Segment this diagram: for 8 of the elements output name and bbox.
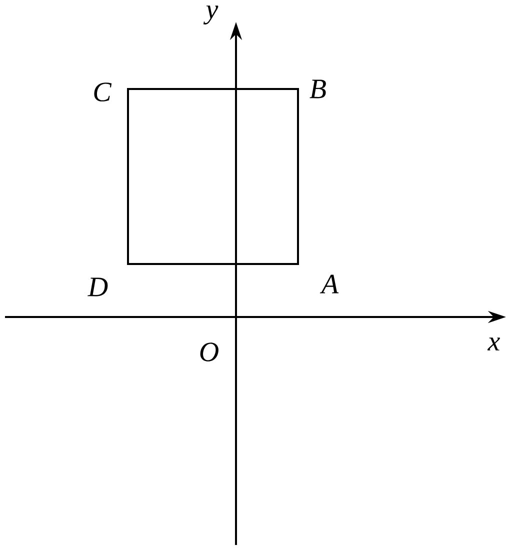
- point-label: y: [203, 6, 218, 24]
- point-label: A: [320, 274, 339, 294]
- rectangle: [127, 88, 299, 265]
- point-label: x: [487, 338, 500, 350]
- point-label: B: [310, 80, 326, 98]
- point-label: O: [200, 342, 218, 362]
- point-label: D: [88, 278, 108, 296]
- point-label: C: [94, 82, 112, 102]
